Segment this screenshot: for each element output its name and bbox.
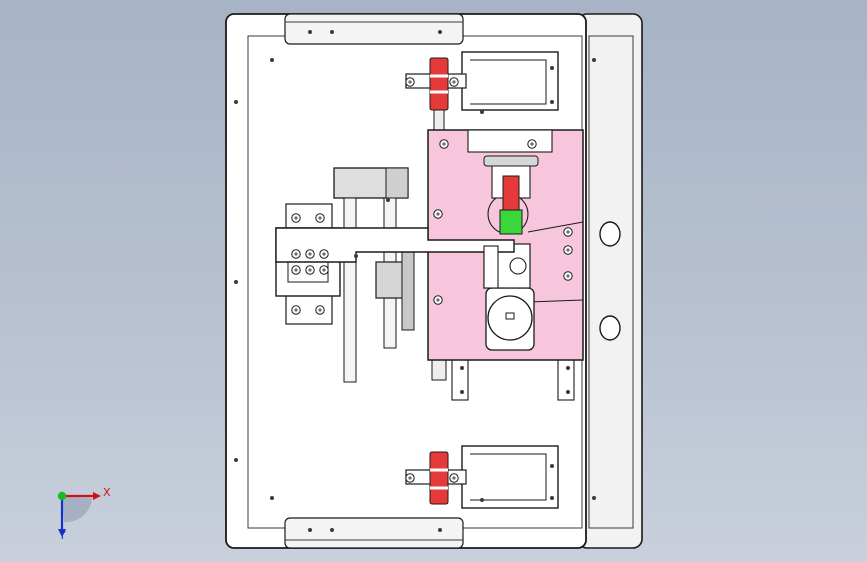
linkage-arm[interactable] <box>275 227 515 263</box>
screw-hole-icon <box>270 58 274 62</box>
triad-shadow <box>62 496 92 523</box>
rotary-key <box>505 312 515 320</box>
hex-bolt-icon <box>433 209 443 219</box>
hex-bolt-icon <box>319 265 329 275</box>
fixture-right-groove <box>527 221 584 303</box>
top-bracket[interactable] <box>284 13 464 45</box>
hex-bolt-icon <box>433 295 443 305</box>
hex-bolt-icon <box>315 305 325 315</box>
round-knob-icon[interactable] <box>599 221 621 247</box>
screw-hole-layer <box>234 30 596 532</box>
triad-x-arrow <box>93 492 101 500</box>
screw-hole-icon <box>566 390 570 394</box>
triad-y-arrow <box>58 529 66 537</box>
hex-bolt-layer <box>291 77 573 483</box>
top-cylinder-slot <box>470 59 547 105</box>
hex-bolt-icon <box>563 271 573 281</box>
hex-bolt-icon <box>439 139 449 149</box>
hex-bolt-icon <box>305 265 315 275</box>
screw-hole-icon <box>330 528 334 532</box>
triad-y-label: Y <box>59 529 66 542</box>
screw-hole-icon <box>460 390 464 394</box>
arm-block[interactable] <box>483 245 499 289</box>
screw-hole-icon <box>308 30 312 34</box>
hex-bolt-icon <box>291 305 301 315</box>
rotary-disc[interactable] <box>487 295 533 341</box>
part-cap <box>483 155 539 167</box>
hex-bolt-icon <box>449 77 459 87</box>
screw-hole-icon <box>330 30 334 34</box>
green-sensor[interactable] <box>499 209 523 235</box>
guide-rod-left[interactable] <box>343 197 357 383</box>
hex-bolt-icon <box>291 265 301 275</box>
round-knob-icon[interactable] <box>599 315 621 341</box>
support-bracket-right[interactable] <box>557 357 575 401</box>
upper-clamp-end <box>385 167 409 199</box>
screw-hole-icon <box>592 496 596 500</box>
screw-hole-icon <box>550 464 554 468</box>
screw-hole-icon <box>386 198 390 202</box>
screw-hole-icon <box>234 458 238 462</box>
hex-bolt-icon <box>291 249 301 259</box>
top-grip[interactable] <box>429 57 449 111</box>
support-bracket-left[interactable] <box>451 357 469 401</box>
hex-bolt-icon <box>405 473 415 483</box>
gripper-pivot <box>509 257 527 275</box>
screw-hole-icon <box>234 100 238 104</box>
slide-rail <box>401 251 415 331</box>
top-cylinder-block[interactable] <box>461 51 559 111</box>
triad-z-axis <box>57 491 67 501</box>
screw-hole-icon <box>438 30 442 34</box>
hex-bolt-icon <box>527 139 537 149</box>
red-workpiece[interactable] <box>502 175 520 215</box>
bottom-cylinder-slot <box>470 453 547 501</box>
side-panel[interactable] <box>577 13 643 549</box>
top-cylinder-rod <box>433 109 445 133</box>
side-panel-inner <box>588 35 634 529</box>
screw-hole-icon <box>550 66 554 70</box>
triad-x-label: X <box>103 486 111 499</box>
fixture-top-notch <box>467 129 553 153</box>
screw-hole-icon <box>308 528 312 532</box>
hex-bolt-icon <box>315 213 325 223</box>
screw-hole-icon <box>550 496 554 500</box>
screw-hole-icon <box>480 110 484 114</box>
hex-bolt-icon <box>563 227 573 237</box>
hex-bolt-icon <box>319 249 329 259</box>
hex-bolt-icon <box>291 213 301 223</box>
bottom-cylinder-block[interactable] <box>461 445 559 509</box>
fixture-stem <box>431 357 447 381</box>
screw-hole-icon <box>460 366 464 370</box>
hex-bolt-icon <box>449 473 459 483</box>
screw-hole-icon <box>438 528 442 532</box>
hex-bolt-icon <box>563 245 573 255</box>
screw-hole-icon <box>480 498 484 502</box>
screw-hole-icon <box>270 496 274 500</box>
screw-hole-icon <box>550 100 554 104</box>
coordinate-triad <box>57 491 101 537</box>
bottom-grip[interactable] <box>429 451 449 505</box>
bottom-bracket[interactable] <box>284 517 464 549</box>
screw-hole-icon <box>566 366 570 370</box>
screw-hole-icon <box>354 254 358 258</box>
screw-hole-icon <box>592 58 596 62</box>
screw-hole-icon <box>234 280 238 284</box>
hex-bolt-icon <box>305 249 315 259</box>
hex-bolt-icon <box>405 77 415 87</box>
